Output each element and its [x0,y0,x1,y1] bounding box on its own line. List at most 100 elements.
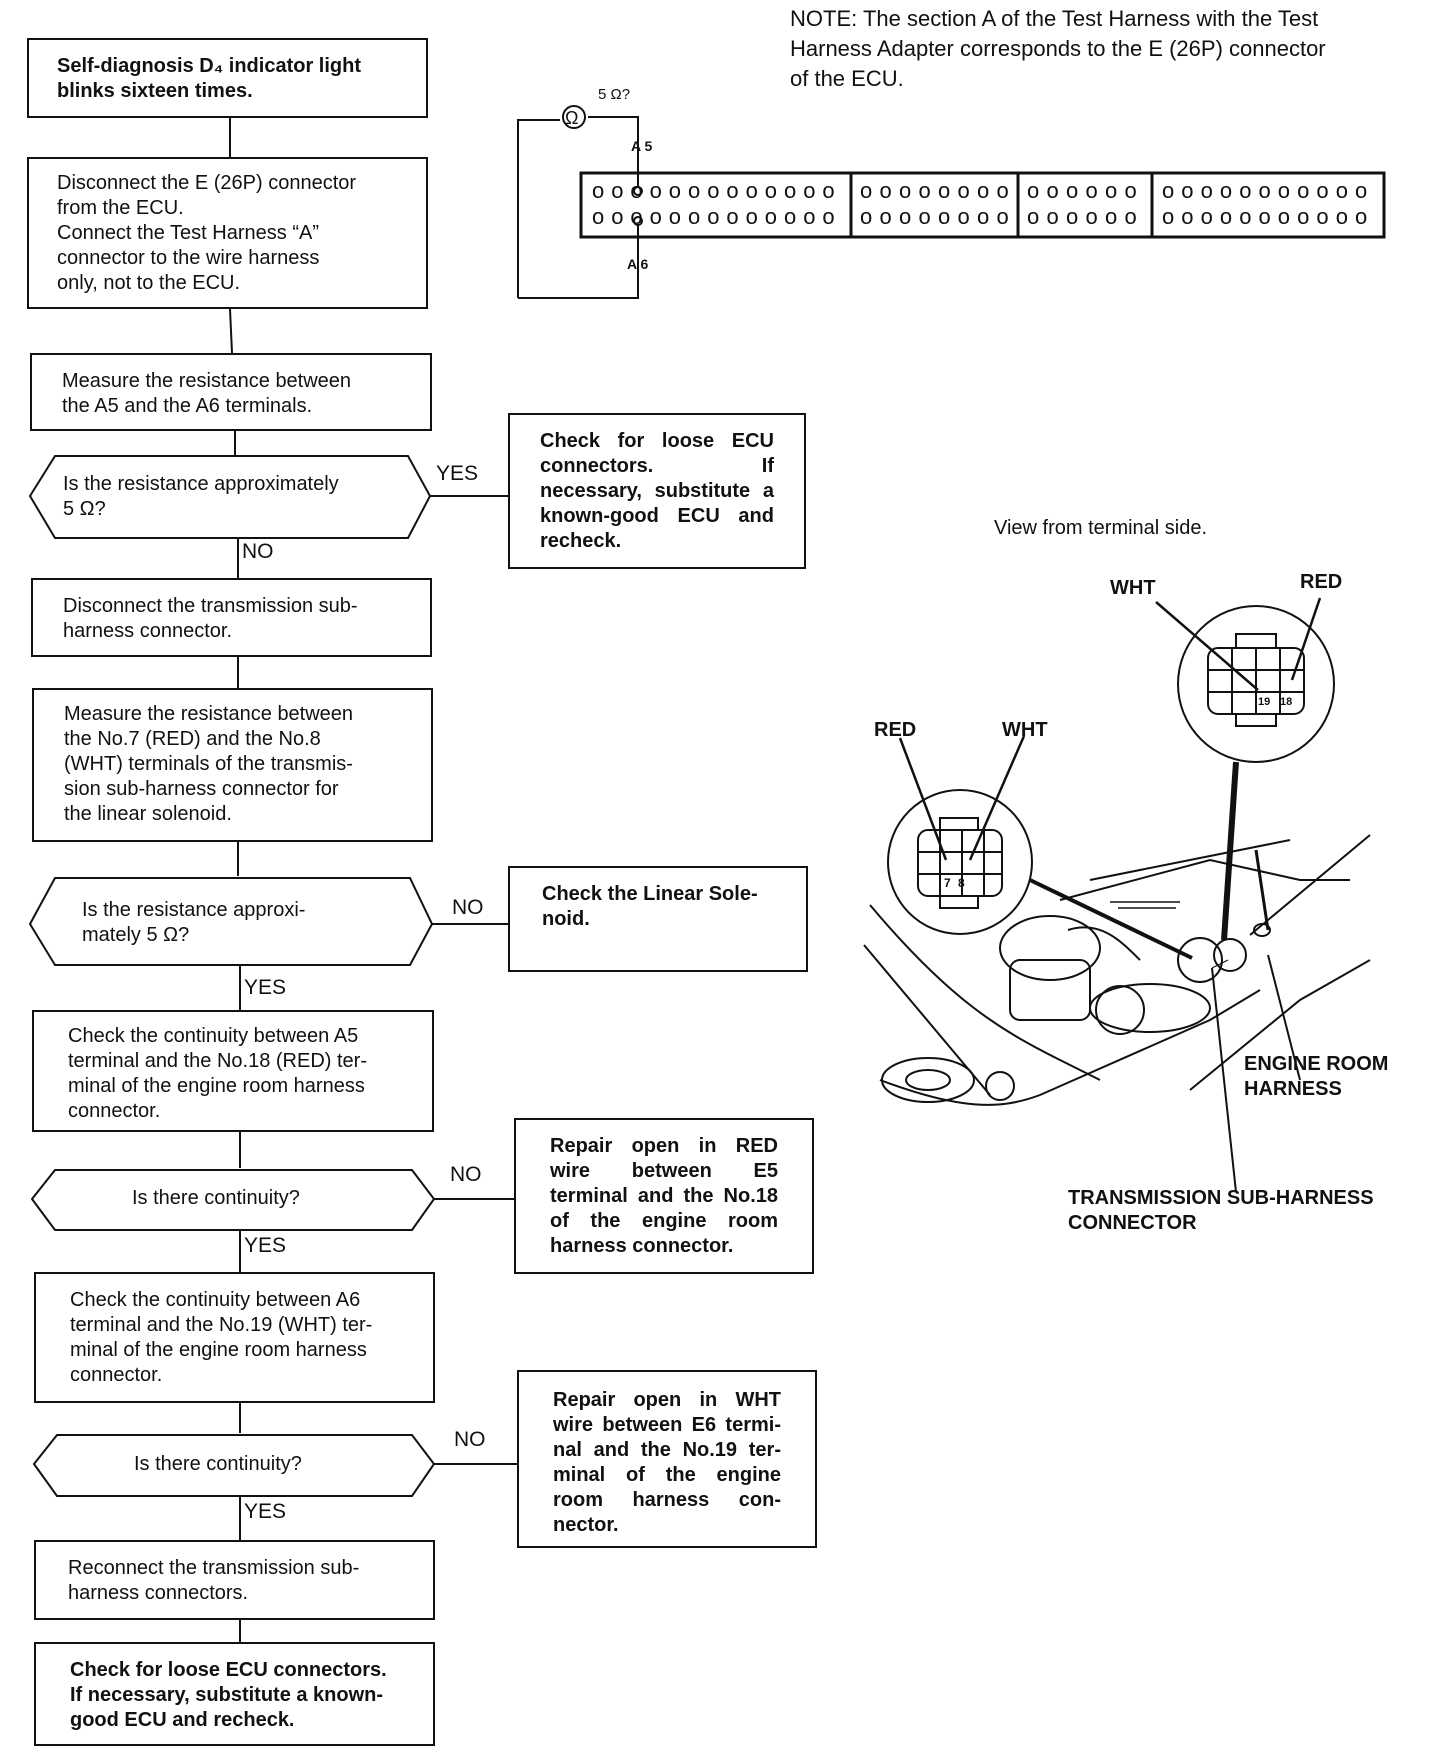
ecu-pin: o [764,204,778,229]
transmission-subharness-label: TRANSMISSION SUB-HARNESS CONNECTOR [1068,1187,1374,1234]
ecu-pin: o [1277,178,1291,203]
decision-1-no-label: NO [242,540,274,563]
ecu-pin: o [745,204,758,229]
decision-4-yes-label: YES [244,1500,287,1523]
ecu-pin: o [1219,204,1233,229]
ecu-pin: o [957,178,970,203]
ecu-pin: o [1046,204,1059,229]
result-repair-red-wire-text: Repair open in RED wire between E5 termi… [550,1135,778,1257]
ecu-pin: o [1105,178,1118,203]
step-final-check-ecu: Check for loose ECU connectors. If neces… [34,1642,435,1746]
ecu-pin: o [1258,178,1271,203]
ecu-pin: o [707,178,720,203]
step-indicator-blinks-text: Self-diagnosis D₄ indicator light blinks… [57,55,361,102]
ecu-pin: o [1297,178,1310,203]
step-final-check-ecu-text: Check for loose ECU connectors. If neces… [70,1659,387,1731]
ecu-pin: o [879,178,892,203]
result-check-linear-solenoid-text: Check the Linear Sole- noid. [542,883,758,930]
step-measure-no7-no8: Measure the resistance between the No.7 … [32,688,433,842]
ecu-pin: o [1162,178,1175,203]
ecu-pin: o [957,204,970,229]
decision-2-no-label: NO [452,896,484,919]
ecu-pin: o [1200,204,1213,229]
step-disconnect-subharness: Disconnect the transmission sub- harness… [31,578,432,657]
ecu-pin: o [1162,204,1175,229]
ecu-pin: o [899,204,912,229]
decision-resistance-2: Is the resistance approxi- mately 5 Ω? [82,899,306,946]
ecu-pin: o [668,178,682,203]
ecu-pin: o [1335,178,1348,203]
decision-4-no-label: NO [454,1428,486,1451]
ecu-pin: o [1297,204,1310,229]
ecu-pin: o [1046,178,1059,203]
ecu-pin: o [1066,204,1079,229]
ecu-pin: o [1335,204,1348,229]
result-repair-wht-wire-text: Repair open in WHT wire between E6 termi… [553,1389,781,1536]
ecu-pin: o [1027,204,1040,229]
step-measure-no7-no8-text: Measure the resistance between the No.7 … [64,703,354,825]
step-measure-a5-a6: Measure the resistance between the A5 an… [30,353,432,431]
ecu-pin: o [668,204,682,229]
ecu-pin: o [1124,204,1137,229]
ecu-pin: o [822,178,835,203]
step-reconnect-subharness: Reconnect the transmission sub- harness … [34,1540,435,1620]
ecu-pin: o [938,178,951,203]
decision-3-no-label: NO [450,1163,482,1186]
result-check-linear-solenoid: Check the Linear Sole- noid. [508,866,808,972]
terminal-a6-label: A 6 [627,256,649,272]
ecu-pin: o [1181,204,1194,229]
decision-3-yes-label: YES [244,1234,287,1257]
ecu-pin: o [1124,178,1137,203]
ecu-pin: o [860,204,873,229]
ecu-pin: o [996,204,1009,229]
ecu-pin: o [688,204,701,229]
ecu-pin: o [1258,204,1271,229]
step-disconnect-ecu: Disconnect the E (26P) connector from th… [27,157,428,309]
ecu-pin: o [649,178,662,203]
ecu-pin: o [996,178,1009,203]
ecu-pin: o [784,204,797,229]
ecu-pin: o [1239,204,1252,229]
ecu-pin: o [899,178,912,203]
ecu-pin: o [803,204,816,229]
ecu-pin: o [1239,178,1252,203]
ecu-pin: o [688,178,701,203]
ecu-pin: o [1105,204,1118,229]
ecu-pin: o [803,178,816,203]
upper-wht-label: WHT [1110,577,1156,599]
terminal-a5-label: A 5 [631,138,653,154]
ecu-pin: o [630,204,643,229]
ecu-pin: o [822,204,835,229]
step-check-a5-no18: Check the continuity between A5 terminal… [32,1010,434,1132]
engine-room-harness-label: ENGINE ROOM HARNESS [1244,1053,1389,1100]
ecu-pin: o [879,204,892,229]
view-terminal-side-label: View from terminal side. [994,517,1208,539]
ecu-pin: o [977,178,990,203]
pin-7-label: 7 [944,876,951,890]
ecu-pin: o [611,178,624,203]
ecu-pin: o [918,178,931,203]
ohmmeter-symbol: Ω [565,108,579,128]
step-check-a6-no19: Check the continuity between A6 terminal… [34,1272,435,1403]
decision-resistance-1: Is the resistance approximately 5 Ω? [63,473,339,520]
ecu-pin: o [649,204,662,229]
ecu-pin: o [707,204,720,229]
step-measure-a5-a6-text: Measure the resistance between the A5 an… [62,370,352,417]
ecu-pin: o [592,178,605,203]
step-disconnect-ecu-text: Disconnect the E (26P) connector from th… [57,172,357,294]
ecu-pin: o [1027,178,1040,203]
ecu-pin: o [630,178,643,203]
ecu-note: NOTE: The section A of the Test Harness … [790,6,1326,91]
ecu-pin: o [1316,204,1329,229]
result-check-loose-ecu: Check for loose ECU connectors. If neces… [508,413,806,569]
lower-red-label: RED [874,719,917,741]
ecu-pin: o [1355,204,1368,229]
ecu-pin: o [784,178,797,203]
ecu-pin: o [918,204,931,229]
result-check-loose-ecu-text: Check for loose ECU connectors. If neces… [540,430,774,552]
ohm-value-label: 5 Ω? [598,86,631,103]
ecu-pin: o [977,204,990,229]
step-indicator-blinks: Self-diagnosis D₄ indicator light blinks… [27,38,428,118]
ecu-pin: o [1219,178,1233,203]
